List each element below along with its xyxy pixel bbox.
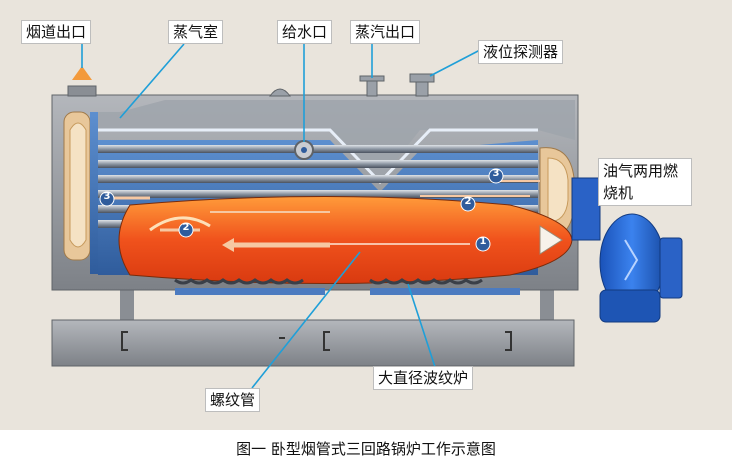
front-smoke-box	[63, 111, 98, 274]
pass-marker-2-front	[178, 222, 194, 238]
pass-marker-3-rear	[488, 168, 504, 184]
figure-caption: 图一 卧型烟管式三回路锅炉工作示意图	[236, 440, 496, 458]
boiler-diagram: 烟道出口 蒸气室 给水口 蒸汽出口 液位探测器 油气两用燃烧机 大直径波纹炉 螺…	[0, 0, 732, 430]
label-flue-outlet: 烟道出口	[21, 20, 92, 44]
pass-number-2-rear: 2	[464, 196, 472, 207]
pass-marker-1	[475, 236, 491, 252]
corrugated-furnace	[118, 196, 573, 295]
steam-space	[98, 100, 575, 180]
steam-outlet-fitting	[359, 75, 385, 97]
pass-number-2-front: 2	[182, 222, 190, 233]
flue-outlet-fitting	[67, 66, 97, 97]
label-steam-chamber: 蒸气室	[168, 20, 224, 44]
label-steam-outlet: 蒸汽出口	[350, 20, 421, 44]
leader-lines	[81, 43, 481, 389]
pass-number-3-front: 3	[103, 191, 111, 202]
label-level-probe: 液位探测器	[478, 40, 564, 64]
label-water-inlet: 给水口	[277, 20, 333, 44]
boiler-illustration	[51, 43, 683, 389]
pass-marker-3-front	[99, 191, 115, 207]
label-spiral-tube: 螺纹管	[205, 388, 261, 412]
level-probe-fitting	[409, 73, 435, 97]
base-frame	[51, 285, 575, 367]
pass-number-1: 1	[479, 236, 487, 247]
pass-number-3-rear: 3	[492, 168, 500, 179]
pass-marker-2-rear	[460, 196, 476, 212]
label-burner: 油气两用燃烧机	[598, 158, 692, 206]
label-corrugated-furnace: 大直径波纹炉	[373, 366, 474, 390]
dual-fuel-burner	[571, 177, 683, 323]
